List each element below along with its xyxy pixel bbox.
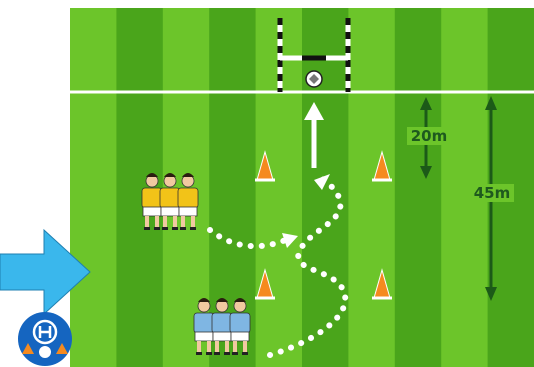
pitch-stripe xyxy=(395,8,441,367)
distance-label-20m: 20m xyxy=(411,127,448,145)
pitch-stripe xyxy=(302,8,348,367)
pitch xyxy=(70,8,534,367)
pitch-stripe xyxy=(116,8,162,367)
distance-label-45m: 45m xyxy=(474,184,511,202)
ball-icon xyxy=(306,71,322,87)
ha-badge-icon xyxy=(18,312,72,366)
